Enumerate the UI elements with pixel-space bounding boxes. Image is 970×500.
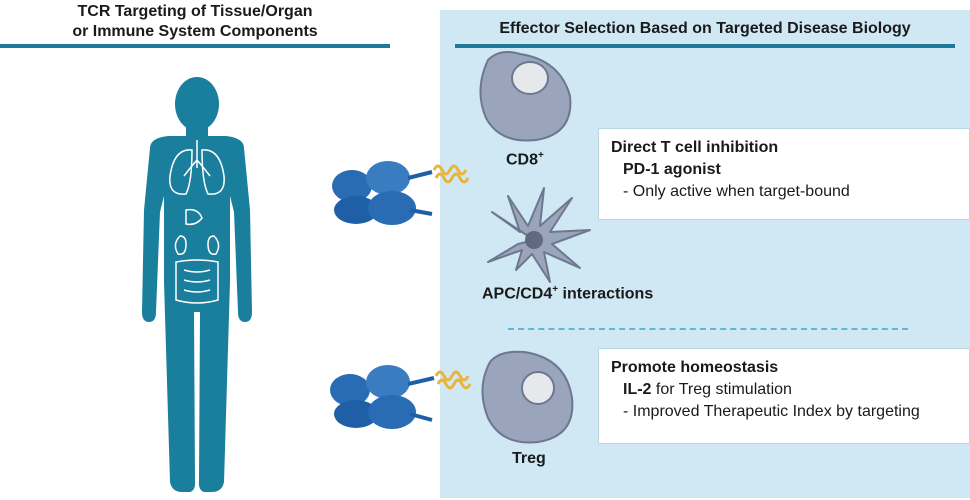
target-bound-text: - Only active when target-bound — [623, 183, 850, 200]
left-title-rule — [0, 44, 390, 48]
right-title-rule — [455, 44, 955, 48]
direct-inhibition-heading: Direct T cell inhibition — [611, 139, 779, 156]
left-title-line1: TCR Targeting of Tissue/Organ — [77, 3, 313, 20]
pd1-agonist-text: PD-1 agonist — [623, 161, 721, 178]
il2-text: IL-2 for Treg stimulation — [623, 381, 792, 398]
section-divider — [508, 328, 908, 330]
direct-inhibition-box: Direct T cell inhibition PD-1 agonist - … — [598, 128, 970, 220]
homeostasis-box: Promote homeostasis IL-2 for Treg stimul… — [598, 348, 970, 444]
left-title-line2: or Immune System Components — [72, 23, 318, 40]
left-panel-title: TCR Targeting of Tissue/Organ or Immune … — [0, 2, 390, 42]
therapeutic-index-text: - Improved Therapeutic Index by targetin… — [623, 403, 920, 420]
apc-cd4-label: APC/CD4+ interactions — [482, 284, 654, 303]
treg-label: Treg — [512, 450, 546, 467]
cd8-label: CD8+ — [506, 150, 544, 169]
right-panel-title: Effector Selection Based on Targeted Dis… — [499, 20, 911, 37]
homeostasis-heading: Promote homeostasis — [611, 359, 779, 376]
